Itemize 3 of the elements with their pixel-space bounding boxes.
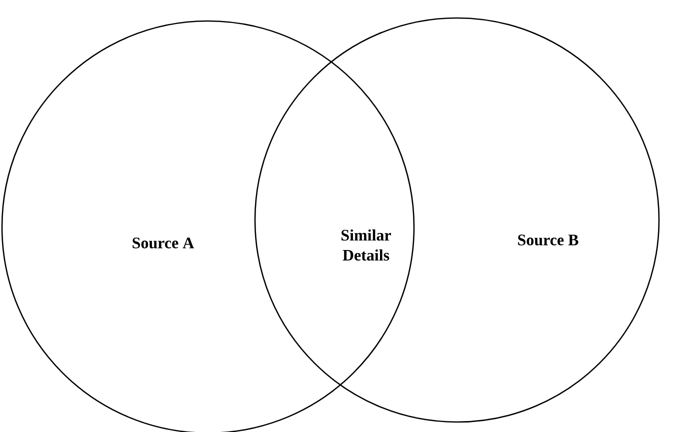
- circle-label: Source B: [518, 234, 578, 246]
- overlap-label: Similar Details: [342, 229, 391, 261]
- circle-label: Source A: [132, 238, 194, 248]
